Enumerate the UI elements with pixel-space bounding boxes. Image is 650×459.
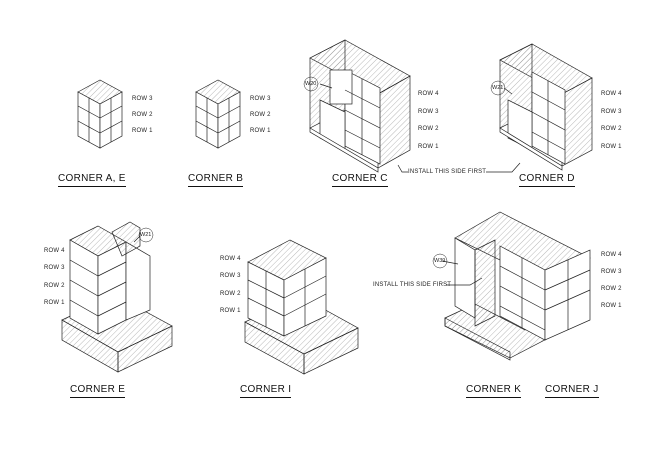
row-label: ROW 4 bbox=[220, 256, 241, 262]
row-label: ROW 4 bbox=[601, 252, 622, 258]
tag-w20: W20 bbox=[305, 81, 317, 87]
corner-kj-drawing bbox=[444, 211, 591, 361]
corner-d-title: CORNER D bbox=[519, 173, 575, 187]
row-label: ROW 2 bbox=[44, 283, 65, 289]
row-label: ROW 3 bbox=[44, 265, 65, 271]
tag-w39: W39 bbox=[434, 258, 446, 264]
corner-e-title: CORNER E bbox=[70, 384, 126, 398]
corner-d-drawing bbox=[499, 43, 593, 171]
row-label: ROW 1 bbox=[601, 303, 622, 309]
row-label: ROW 2 bbox=[418, 126, 439, 132]
tag-w21-e: W21 bbox=[140, 232, 152, 238]
row-label: ROW 2 bbox=[220, 291, 241, 297]
row-label: ROW 1 bbox=[601, 144, 622, 150]
row-label: ROW 2 bbox=[250, 112, 271, 118]
corner-k-title: CORNER K bbox=[466, 384, 522, 398]
row-label: ROW 1 bbox=[250, 128, 271, 134]
row-label: ROW 2 bbox=[132, 112, 153, 118]
row-label: ROW 4 bbox=[601, 91, 622, 97]
row-label: ROW 1 bbox=[132, 128, 153, 134]
corner-b-title: CORNER B bbox=[188, 173, 244, 187]
row-label: ROW 3 bbox=[601, 109, 622, 115]
corner-i-drawing bbox=[244, 239, 359, 375]
row-label: ROW 4 bbox=[418, 91, 439, 97]
install-first-callout-k: INSTALL THIS SIDE FIRST bbox=[373, 282, 452, 288]
corner-i-title: CORNER I bbox=[240, 384, 292, 398]
tag-w21-d: W21 bbox=[492, 85, 504, 91]
row-label: ROW 2 bbox=[601, 286, 622, 292]
row-label: ROW 3 bbox=[250, 96, 271, 102]
row-label: ROW 1 bbox=[418, 144, 439, 150]
corner-j-title: CORNER J bbox=[545, 384, 599, 398]
row-label: ROW 3 bbox=[601, 269, 622, 275]
corner-ae-drawing bbox=[77, 79, 123, 149]
row-label: ROW 1 bbox=[44, 300, 65, 306]
corner-e-drawing bbox=[61, 221, 173, 373]
install-first-callout: INSTALL THIS SIDE FIRST bbox=[408, 169, 487, 175]
corner-c-title: CORNER C bbox=[332, 173, 388, 187]
corner-c-drawing bbox=[309, 39, 411, 173]
row-label: ROW 1 bbox=[220, 308, 241, 314]
row-label: ROW 3 bbox=[132, 96, 153, 102]
corner-b-drawing bbox=[195, 79, 241, 149]
row-label: ROW 3 bbox=[418, 109, 439, 115]
row-label: ROW 4 bbox=[44, 248, 65, 254]
row-label: ROW 3 bbox=[220, 273, 241, 279]
row-label: ROW 2 bbox=[601, 126, 622, 132]
corner-ae-title: CORNER A, E bbox=[58, 173, 126, 187]
